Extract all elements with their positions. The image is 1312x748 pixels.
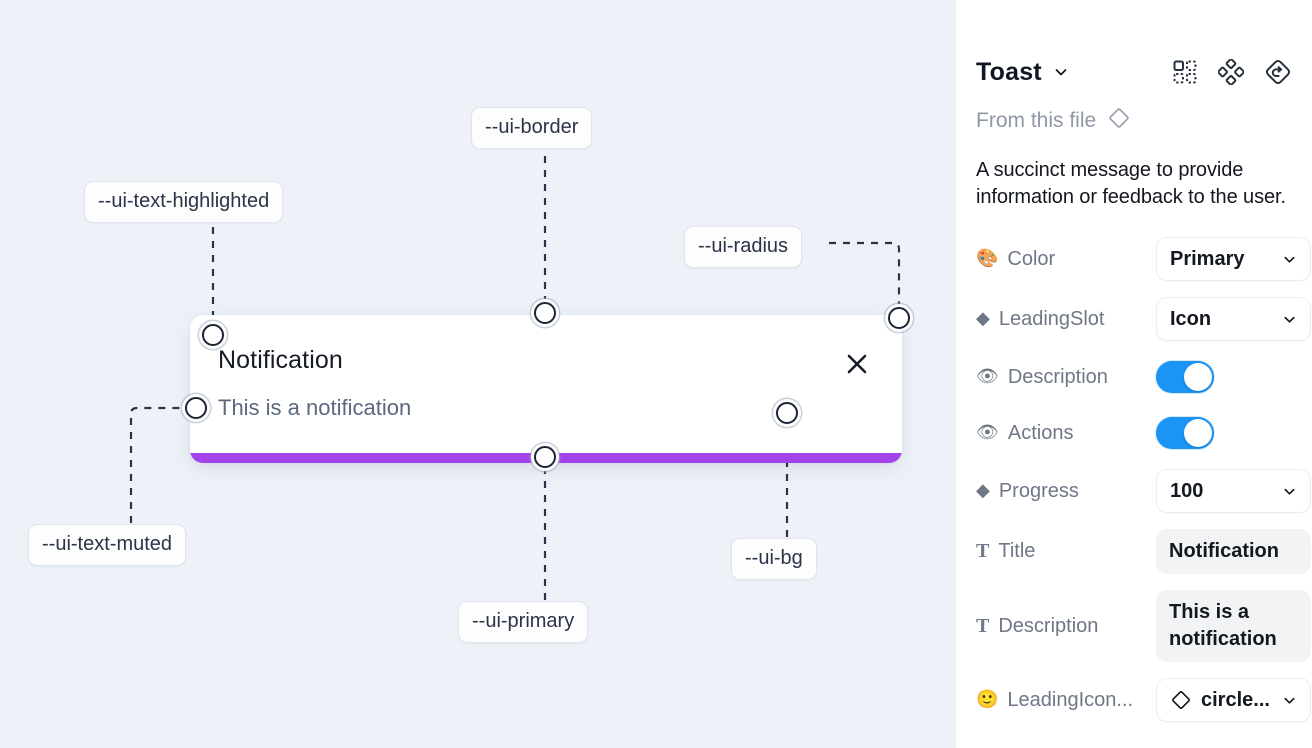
property-label-text: Color <box>1007 247 1056 270</box>
property-label-text: Description <box>1007 365 1108 388</box>
token-anchor-ui-text-highlighted[interactable] <box>202 324 224 346</box>
color-select-value: Primary <box>1170 247 1245 270</box>
token-chip-label: --ui-radius <box>698 235 789 257</box>
toast-description: This is a notification <box>218 395 412 420</box>
smiley-emoji-icon: 🙂 <box>976 689 999 710</box>
description-toggle[interactable] <box>1156 361 1214 393</box>
property-row-title: T Title Notification <box>976 529 1311 574</box>
property-control-description-text: This is a notification <box>1156 590 1311 662</box>
property-label-text: LeadingIcon... <box>1007 688 1134 711</box>
component-description: A succinct message to provide informatio… <box>976 159 1286 208</box>
diamond-emoji-icon: ◆ <box>976 308 990 329</box>
token-chip-label: --ui-border <box>485 116 579 138</box>
chevron-down-icon <box>1282 312 1297 327</box>
toggle-knob <box>1184 419 1212 447</box>
token-anchor-ui-text-muted[interactable] <box>185 397 207 419</box>
property-label-description-toggle: 👁 Description <box>976 366 1156 389</box>
leadingslot-select[interactable]: Icon <box>1156 297 1311 341</box>
property-label-description-text: T Description <box>976 615 1156 638</box>
token-chip-ui-border[interactable]: --ui-border <box>471 107 593 149</box>
property-row-leadingicon: 🙂 LeadingIcon... circle... <box>976 678 1311 722</box>
property-control-color: Primary <box>1156 237 1311 281</box>
token-chip-ui-primary[interactable]: --ui-primary <box>458 601 589 643</box>
from-this-file-row[interactable]: From this file <box>976 106 1292 135</box>
leadingicon-select-value: circle... <box>1201 688 1270 711</box>
property-row-actions-toggle: 👁 Actions <box>976 413 1292 453</box>
property-label-text: Title <box>998 540 1036 562</box>
description-input-value: This is a notification <box>1169 601 1277 650</box>
text-type-icon: T <box>976 614 990 637</box>
property-control-leadingicon: circle... <box>1156 678 1311 722</box>
title-input[interactable]: Notification <box>1156 529 1311 574</box>
property-label-actions-toggle: 👁 Actions <box>976 422 1156 445</box>
toggle-knob <box>1184 363 1212 391</box>
property-label-leadingslot: ◆ LeadingSlot <box>976 308 1156 331</box>
property-label-title: T Title <box>976 540 1156 563</box>
property-row-progress: ◆ Progress 100 <box>976 469 1311 513</box>
property-row-color: 🎨 Color Primary <box>976 237 1311 281</box>
token-anchor-ui-bg[interactable] <box>776 402 798 424</box>
leadingicon-select[interactable]: circle... <box>1156 678 1311 722</box>
property-label-text: Description <box>998 614 1099 637</box>
variants-grid-icon[interactable] <box>1172 59 1198 85</box>
eye-emoji-icon: 👁 <box>976 366 999 387</box>
token-chip-label: --ui-bg <box>745 547 803 569</box>
property-control-progress: 100 <box>1156 469 1311 513</box>
token-chip-label: --ui-text-muted <box>42 533 173 555</box>
diamond-icon <box>1107 106 1131 135</box>
token-chip-label: --ui-primary <box>472 610 575 632</box>
chevron-down-icon <box>1282 252 1297 267</box>
color-select[interactable]: Primary <box>1156 237 1311 281</box>
component-diamond-icon[interactable] <box>1218 59 1244 85</box>
from-this-file-label: From this file <box>976 108 1097 132</box>
toast-preview-card[interactable]: Notification This is a notification <box>190 315 902 463</box>
progress-select[interactable]: 100 <box>1156 469 1311 513</box>
property-row-description-text: T Description This is a notification <box>976 590 1311 662</box>
property-row-description-toggle: 👁 Description <box>976 357 1292 397</box>
actions-toggle[interactable] <box>1156 417 1214 449</box>
token-chip-ui-text-highlighted[interactable]: --ui-text-highlighted <box>84 181 284 223</box>
property-label-text: Actions <box>1007 421 1074 444</box>
token-anchor-ui-radius[interactable] <box>888 307 910 329</box>
token-chip-label: --ui-text-highlighted <box>98 190 270 212</box>
title-input-value: Notification <box>1169 540 1279 562</box>
eye-emoji-icon: 👁 <box>976 422 999 443</box>
token-chip-ui-bg[interactable]: --ui-bg <box>731 538 817 580</box>
description-input[interactable]: This is a notification <box>1156 590 1311 662</box>
leadingslot-select-value: Icon <box>1170 307 1212 330</box>
text-type-icon: T <box>976 540 990 562</box>
token-chip-ui-text-muted[interactable]: --ui-text-muted <box>28 524 187 566</box>
property-list: 🎨 Color Primary <box>976 237 1311 722</box>
diamond-emoji-icon: ◆ <box>976 480 990 501</box>
token-anchor-ui-primary[interactable] <box>534 446 556 468</box>
progress-select-value: 100 <box>1170 479 1204 502</box>
design-canvas[interactable]: --ui-text-highlighted --ui-border --ui-r… <box>0 0 956 748</box>
chevron-down-icon[interactable] <box>1053 64 1069 80</box>
diamond-icon <box>1170 689 1192 711</box>
chevron-down-icon <box>1282 693 1297 708</box>
reset-instance-icon[interactable] <box>1264 58 1292 86</box>
property-label-progress: ◆ Progress <box>976 480 1156 503</box>
close-icon[interactable] <box>844 351 870 377</box>
property-control-actions-toggle <box>1156 417 1292 449</box>
palette-emoji-icon: 🎨 <box>976 248 999 269</box>
token-anchor-ui-border[interactable] <box>534 302 556 324</box>
panel-header: Toast <box>976 46 1292 98</box>
property-label-color: 🎨 Color <box>976 248 1156 271</box>
property-label-leadingicon: 🙂 LeadingIcon... <box>976 689 1156 712</box>
token-chip-ui-radius[interactable]: --ui-radius <box>684 226 803 268</box>
property-row-leadingslot: ◆ LeadingSlot Icon <box>976 297 1311 341</box>
property-control-title: Notification <box>1156 529 1311 574</box>
chevron-down-icon <box>1282 484 1297 499</box>
property-label-text: Progress <box>998 479 1079 502</box>
property-control-leadingslot: Icon <box>1156 297 1311 341</box>
property-control-description-toggle <box>1156 361 1292 393</box>
page-title: Toast <box>976 57 1042 86</box>
property-label-text: LeadingSlot <box>998 307 1105 330</box>
properties-panel: Toast <box>956 0 1312 748</box>
toast-title: Notification <box>218 346 343 374</box>
panel-header-actions <box>1172 58 1292 86</box>
